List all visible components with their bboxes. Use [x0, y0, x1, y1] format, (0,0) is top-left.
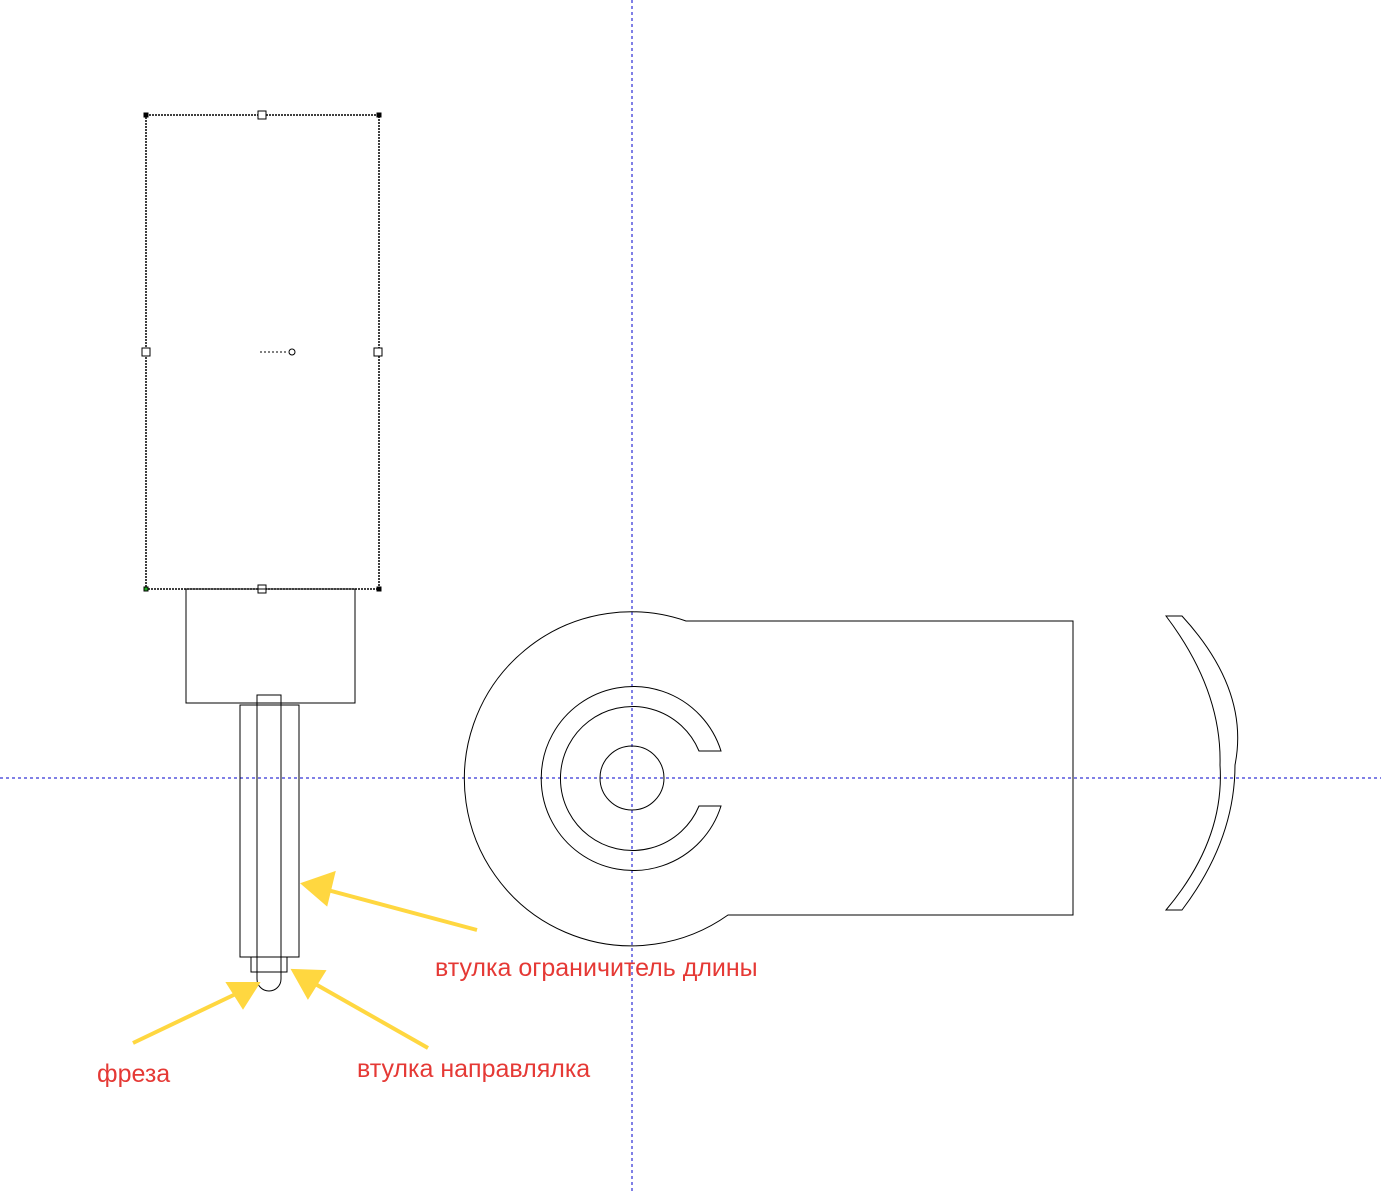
label-length-limiter-bushing: втулка ограничитель длины	[435, 954, 758, 982]
cutter-tip	[256, 972, 282, 992]
guide-bushing	[250, 956, 288, 973]
arrow-guide-bushing	[309, 979, 429, 1050]
handle-left	[141, 347, 151, 357]
handle-corner	[376, 112, 382, 118]
selected-motor-body	[145, 114, 380, 590]
arrowhead-icon	[225, 982, 261, 1010]
label-guide-bushing: втулка направлялка	[357, 1055, 591, 1083]
label-cutter: фреза	[97, 1060, 171, 1088]
arrow-cutter	[132, 989, 243, 1045]
arrowhead-icon	[300, 870, 336, 907]
tool-assembly[interactable]	[141, 110, 383, 992]
arc-segment	[1164, 615, 1239, 911]
rotation-center-icon	[288, 348, 296, 356]
selection-handles	[141, 110, 383, 594]
c-ring-slot	[540, 686, 722, 871]
handle-corner	[143, 112, 149, 118]
arrowhead-icon	[290, 968, 327, 1000]
cutter-shank	[256, 694, 282, 973]
handle-corner	[376, 586, 382, 592]
part-outline[interactable]	[463, 611, 1239, 947]
collet-nut	[185, 588, 356, 704]
handle-top	[257, 110, 267, 120]
arrow-length-limiter	[319, 886, 478, 932]
annotation-arrows	[132, 870, 478, 1050]
center-hole	[599, 745, 665, 811]
handle-right	[373, 347, 383, 357]
outer-profile	[463, 611, 1074, 947]
length-limiter-bushing	[239, 704, 300, 958]
handle-corner	[143, 586, 149, 592]
